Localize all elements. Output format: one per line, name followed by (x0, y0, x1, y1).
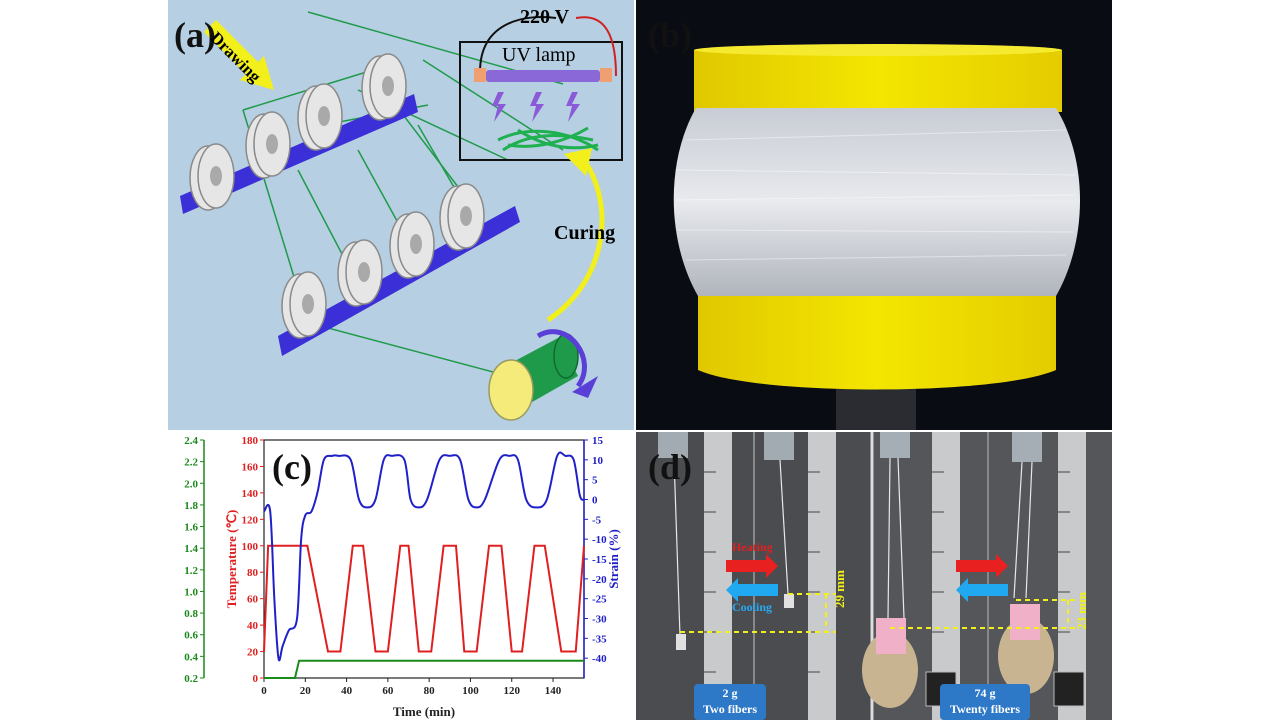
fiber-count-label-left: Two fibers (702, 702, 758, 716)
stress-tick-label: 2.0 (184, 478, 198, 490)
stress-series-line (264, 659, 584, 679)
x-tick-label: 120 (503, 685, 520, 697)
weight-label-left: 2 g (722, 686, 738, 700)
temperature-tick-label: 0 (253, 673, 259, 685)
x-axis-label: Time (min) (393, 704, 455, 719)
temperature-tick-label: 180 (242, 435, 259, 447)
temperature-tick-label: 60 (247, 594, 259, 606)
strain-tick-label: 15 (592, 435, 604, 447)
panel-c-label: (c) (272, 447, 312, 487)
displacement-label-left: 29 mm (832, 570, 847, 608)
strain-tick-label: -30 (592, 614, 607, 626)
panel-b-label: (b) (648, 15, 692, 55)
stress-tick-label: 1.8 (184, 500, 198, 512)
panel-d-label: (d) (648, 447, 692, 487)
stress-tick-label: 1.6 (184, 522, 198, 534)
temperature-tick-label: 120 (242, 514, 259, 526)
temperature-tick-label: 140 (242, 488, 259, 500)
stress-tick-label: 0.2 (184, 673, 198, 685)
temperature-tick-label: 40 (247, 620, 259, 632)
strain-tick-label: 10 (592, 455, 604, 467)
strain-tick-label: 5 (592, 475, 598, 487)
voltage-label: 220 V (520, 6, 570, 28)
displacement-label-right: 23 mm (1074, 592, 1089, 630)
strain-tick-label: 0 (592, 495, 598, 507)
stress-tick-label: 2.2 (184, 457, 198, 469)
weight-label-right: 74 g (974, 686, 996, 700)
fiber-spool-photo (673, 44, 1080, 430)
strain-tick-label: -10 (592, 534, 607, 546)
strain-tick-label: -15 (592, 554, 607, 566)
strain-tick-label: -35 (592, 633, 607, 645)
x-tick-label: 20 (300, 685, 312, 697)
temperature-tick-label: 100 (242, 541, 259, 553)
strain-series-line (263, 451, 585, 662)
stress-tick-label: 1.0 (184, 586, 198, 598)
fiber-count-label-right: Twenty fibers (949, 702, 1021, 716)
temperature-tick-label: 20 (247, 647, 259, 659)
temperature-tick-label: 160 (242, 461, 259, 473)
panel-d: (d) Heating Cooling 29 mm 23 mm 2 g Two … (636, 432, 1112, 720)
stress-tick-label: 0.8 (184, 608, 198, 620)
stress-tick-label: 0.6 (184, 630, 198, 642)
panel-a-label: (a) (174, 15, 216, 55)
stress-tick-label: 1.4 (184, 543, 198, 555)
x-tick-label: 60 (382, 685, 394, 697)
curing-label: Curing (554, 222, 616, 244)
temperature-axis-label: Temperature (℃) (224, 510, 239, 609)
panel-b: (b) (636, 0, 1112, 430)
stress-tick-label: 1.2 (184, 565, 198, 577)
shape-memory-photo (636, 432, 1112, 720)
strain-axis-label: Strain (%) (606, 529, 621, 589)
stress-tick-label: 2.4 (184, 435, 198, 447)
strain-tick-label: -5 (592, 514, 602, 526)
x-tick-label: 140 (545, 685, 562, 697)
x-tick-label: 80 (424, 685, 436, 697)
x-tick-label: 100 (462, 685, 479, 697)
panel-a: (a) Drawing 220 V UV lamp Curing (168, 0, 634, 430)
uv-lamp-label: UV lamp (502, 44, 576, 66)
x-tick-label: 40 (341, 685, 353, 697)
strain-tick-label: -20 (592, 574, 607, 586)
cooling-label-left: Cooling (732, 600, 773, 614)
heating-label-left: Heating (732, 540, 773, 554)
strain-tick-label: -25 (592, 594, 607, 606)
temperature-series-line (263, 544, 585, 653)
x-tick-label: 0 (261, 685, 267, 697)
plot-frame (263, 439, 585, 679)
stress-tick-label: 0.4 (184, 651, 198, 663)
strain-tick-label: -40 (592, 653, 607, 665)
temperature-tick-label: 80 (247, 567, 259, 579)
fiber-drawing-schematic (180, 11, 623, 421)
